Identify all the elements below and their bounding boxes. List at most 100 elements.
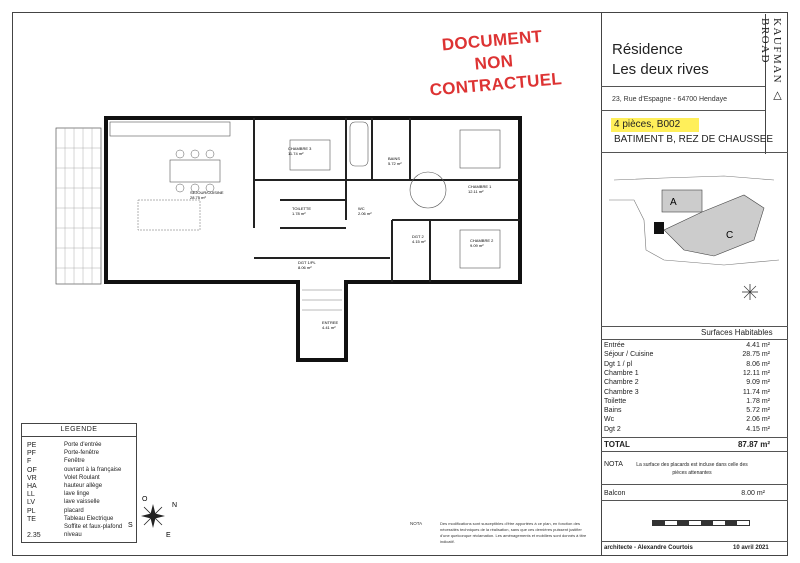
turning-circle	[409, 171, 447, 209]
scale-bar	[652, 520, 750, 526]
site-plan: A C	[609, 175, 780, 300]
lot-marker	[654, 222, 664, 234]
surface-value: 5.72 m²	[746, 407, 770, 415]
legend-item: F Fenêtre	[22, 458, 136, 466]
surface-value: 4.15 m²	[746, 425, 770, 433]
sofa	[137, 199, 201, 231]
room-area: 2.06 m²	[358, 211, 372, 216]
compass: N S E O	[128, 496, 177, 539]
surface-value: 11.74 m²	[742, 388, 770, 396]
legend-desc: Porte-fenêtre	[64, 450, 100, 457]
dining-table	[169, 159, 221, 183]
residence-title: Résidence Les deux rives	[612, 40, 709, 80]
surface-name: Chambre 1	[604, 369, 639, 377]
bed-chambre-1	[459, 129, 501, 169]
legend-desc: lave linge	[64, 491, 90, 498]
bed-chambre-3	[289, 139, 331, 171]
lot-batiment: BATIMENT B, REZ DE CHAUSSEE	[614, 134, 774, 145]
legend-code: LV	[27, 499, 36, 507]
building-c-label: C	[726, 230, 733, 241]
divider	[601, 152, 788, 153]
surface-value: 4.41 m²	[746, 342, 770, 349]
legend-code: 2.35	[27, 532, 41, 540]
legend-desc: ouvrant à la française	[64, 466, 122, 473]
interior-walls	[253, 118, 520, 282]
surface-name: Wc	[604, 416, 615, 424]
room-area: 4.15 m²	[412, 239, 426, 244]
surface-value: 9.09 m²	[746, 379, 770, 387]
surface-value: 12.11 m²	[742, 369, 770, 377]
total-row: TOTAL 87.87 m²	[604, 440, 770, 449]
document-sheet	[12, 12, 788, 556]
site-north-arrow	[742, 284, 758, 300]
legend-code: PE	[27, 442, 37, 449]
room-name: TOILETTE	[292, 206, 311, 211]
legend-desc: niveau	[64, 532, 82, 539]
legend-desc: Volet Roulant	[64, 474, 100, 481]
compass-n: N	[172, 502, 177, 509]
total-value: 87.87 m²	[737, 440, 770, 449]
legend-code: HA	[27, 483, 37, 490]
address: 23, Rue d'Espagne - 64700 Hendaye	[612, 96, 727, 103]
building-c	[663, 194, 765, 257]
legend-title: LEGENDE	[22, 424, 136, 437]
total-label: TOTAL	[604, 440, 630, 449]
lot-type: 4 pièces, B002	[614, 119, 681, 130]
building-a-label: A	[670, 197, 677, 208]
legend-desc: lave vaisselle	[64, 499, 100, 506]
nota-text: La surface des placards est incluse dans…	[636, 462, 748, 476]
balcon-value: 8.00 m²	[741, 490, 765, 497]
entrance-hatch	[302, 289, 342, 311]
room-area: 1.78 m²	[292, 211, 306, 216]
legend-desc: Fenêtre	[64, 458, 85, 465]
legend-desc: Porte d'entrée	[64, 442, 102, 448]
legend-item: VR Volet Roulant	[22, 475, 136, 483]
room-area: 11.74 m²	[288, 151, 304, 156]
legend-item: PE Porte d'entrée	[22, 442, 136, 450]
divider	[601, 451, 788, 452]
compass-e: E	[166, 532, 171, 539]
brand-logo: KAUFMAN △ BROAD	[759, 18, 783, 103]
room-name: SEJOUR/CUISINE	[190, 190, 224, 195]
surface-name: Dgt 1 / pl	[604, 360, 633, 368]
bathtub	[349, 121, 369, 167]
room-name: CHAMBRE 1	[468, 184, 492, 189]
divider	[601, 86, 765, 87]
surface-name: Séjour / Cuisine	[604, 351, 654, 359]
legend-item: LV lave vaisselle	[22, 499, 136, 507]
architect: architecte - Alexandre Courtois	[604, 545, 693, 551]
kitchen-counter	[109, 121, 231, 137]
legend-item: 2.35 niveau	[22, 532, 136, 540]
balcon-label: Balcon	[604, 490, 626, 497]
legend-desc: hauteur allège	[64, 483, 103, 489]
info-panel	[601, 12, 788, 556]
brand-separator	[765, 14, 766, 154]
surface-name: Dgt 2	[604, 425, 621, 433]
legend-desc: Soffite et faux-plafond	[64, 524, 123, 530]
legend-code: F	[27, 458, 32, 466]
chairs	[175, 149, 215, 193]
divider	[601, 500, 788, 501]
plan-date: 10 avril 2021	[733, 545, 769, 551]
room-name: CHAMBRE 2	[470, 238, 494, 243]
room-name: ENTREE	[322, 320, 339, 325]
legend-code: LL	[27, 491, 35, 499]
surface-name: Chambre 2	[604, 379, 639, 387]
legend-code: VR	[27, 474, 37, 482]
legend-item: HA hauteur allège	[22, 483, 136, 491]
divider	[601, 326, 788, 327]
room-area: 9.09 m²	[470, 243, 484, 248]
balcony	[55, 127, 102, 285]
surface-row: Chambre 1 12.11 m²	[604, 370, 770, 380]
surfaces-title: Surfaces Habitables	[701, 328, 773, 337]
divider	[601, 339, 788, 340]
divider	[601, 437, 788, 438]
legend-code: OF	[27, 466, 37, 474]
